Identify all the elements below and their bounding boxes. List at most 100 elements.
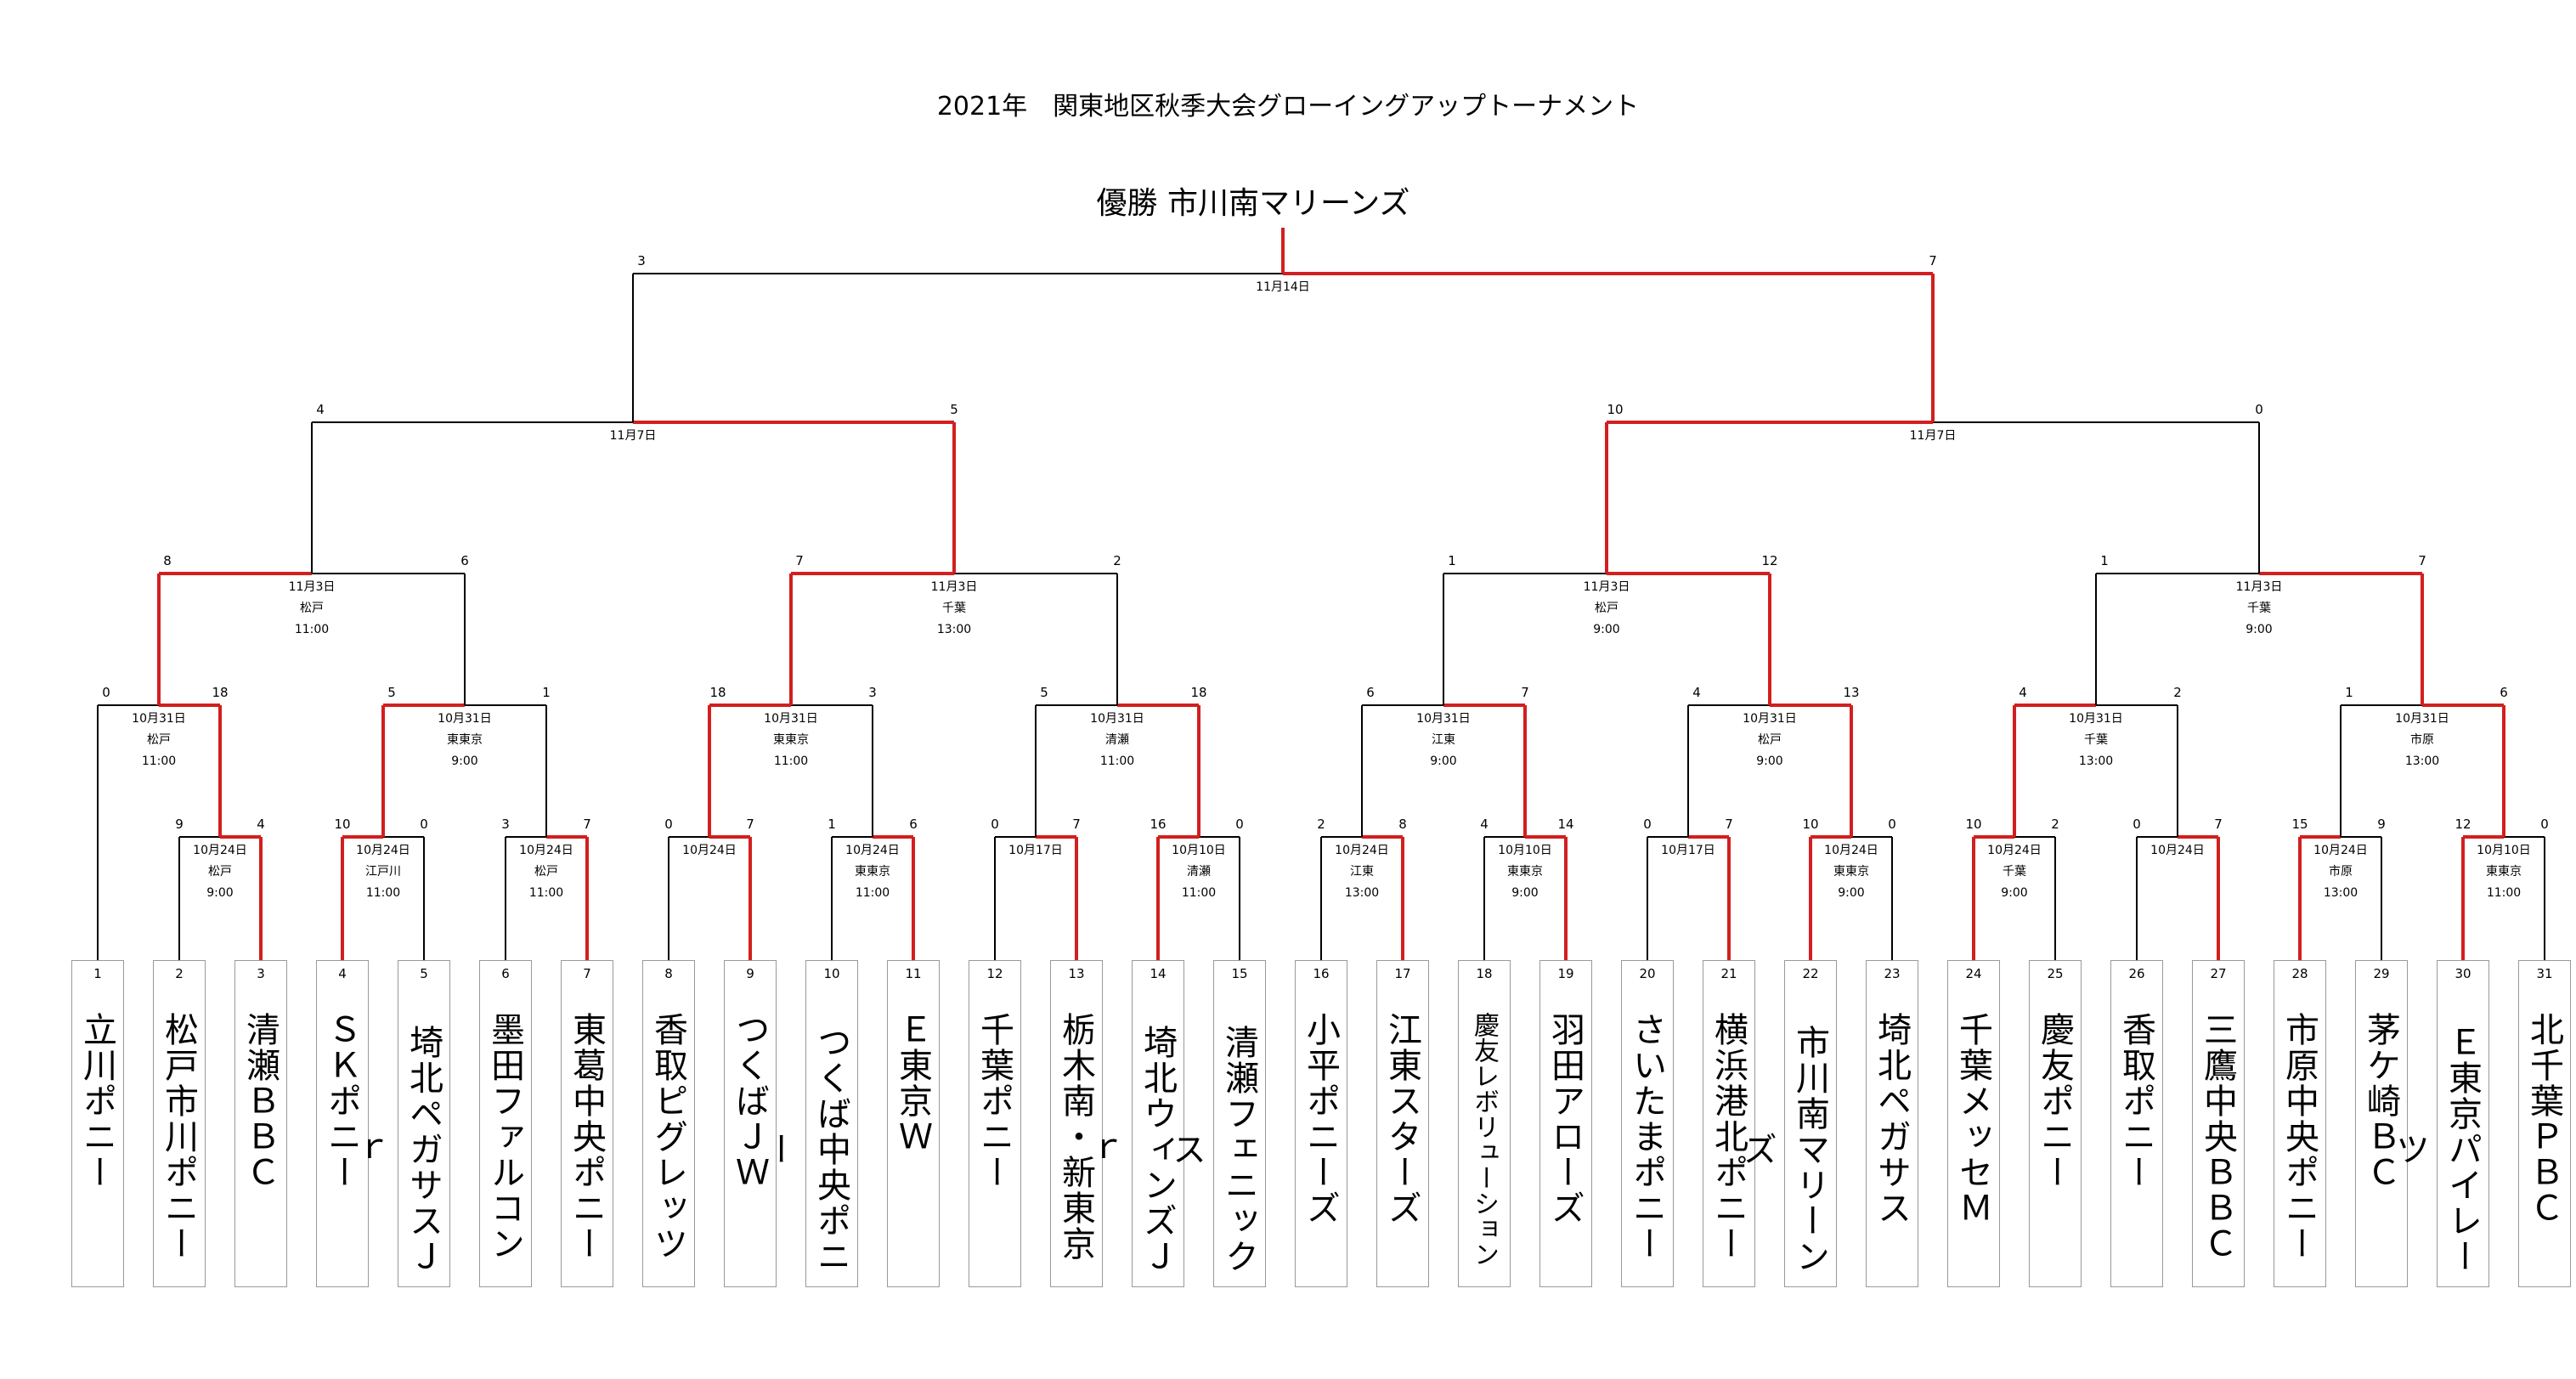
team-number: 1 xyxy=(93,966,102,981)
team-number: 10 xyxy=(823,966,840,981)
score-left: 1 xyxy=(828,817,836,832)
match-info: 松戸 xyxy=(300,602,324,615)
match-info: 10月10日 xyxy=(2477,844,2531,857)
team-name: 墨田ファルコン xyxy=(485,1012,524,1262)
score-left: 16 xyxy=(1150,817,1166,832)
score-left: 1 xyxy=(2100,553,2109,568)
match-info: 千葉 xyxy=(2003,865,2026,879)
score-right: 0 xyxy=(1235,817,1244,832)
team-box: 12 千葉ポニー xyxy=(969,960,1021,1287)
match-info: 清瀬 xyxy=(1187,865,1211,879)
match-info: 江東 xyxy=(1432,733,1455,747)
match-info: 東東京 xyxy=(1507,865,1543,879)
match-info: 10月17日 xyxy=(1661,844,1715,857)
team-name: 栃木南・新東京 xyxy=(1056,1012,1095,1262)
score-left: 1 xyxy=(2345,685,2353,700)
team-name: 清瀬フェニックス xyxy=(1167,1024,1258,1274)
score-right: 0 xyxy=(1888,817,1896,832)
team-number: 24 xyxy=(1965,966,1982,981)
team-number: 14 xyxy=(1150,966,1167,981)
score-right: 2 xyxy=(2173,685,2182,700)
team-box: 13 栃木南・新東京 xyxy=(1050,960,1103,1287)
match-info: 10月31日 xyxy=(764,712,818,726)
team-name: 立川ポニー xyxy=(77,1012,116,1190)
score-left: 7 xyxy=(795,553,804,568)
score-right: 7 xyxy=(1521,685,1529,700)
score-left: 4 xyxy=(1480,817,1489,832)
match-info: 江戸川 xyxy=(365,865,401,879)
match-info: 松戸 xyxy=(1758,733,1782,747)
team-number: 13 xyxy=(1068,966,1085,981)
team-name: 市原中央ポニー xyxy=(2279,1012,2319,1262)
score-right: 7 xyxy=(1929,253,1937,268)
score-left: 10 xyxy=(1965,817,1981,832)
score-left: 2 xyxy=(1317,817,1325,832)
score-right: 18 xyxy=(212,685,228,700)
team-number: 21 xyxy=(1720,966,1737,981)
match-info: 東東京 xyxy=(2486,865,2522,879)
team-name: Ｅ東京パイレーツ xyxy=(2390,1024,2482,1274)
team-name: 市川南マリーンズ xyxy=(1737,1024,1829,1274)
score-left: 3 xyxy=(501,817,510,832)
team-number: 28 xyxy=(2291,966,2308,981)
score-right: 7 xyxy=(2418,553,2426,568)
match-info: 13:00 xyxy=(2324,886,2358,900)
score-right: 6 xyxy=(460,553,469,568)
match-info: 10月24日 xyxy=(1824,844,1878,857)
team-number: 27 xyxy=(2210,966,2227,981)
match-info: 11:00 xyxy=(366,886,400,900)
match-info: 11月14日 xyxy=(1256,280,1310,294)
match-info: 10月31日 xyxy=(1416,712,1471,726)
team-name: 千葉ポニー xyxy=(974,1012,1014,1190)
team-number: 12 xyxy=(986,966,1003,981)
match-info: 千葉 xyxy=(942,602,966,615)
team-number: 18 xyxy=(1476,966,1493,981)
match-info: 11月3日 xyxy=(289,580,336,594)
match-info: 10月24日 xyxy=(1335,844,1389,857)
score-right: 4 xyxy=(257,817,265,832)
score-right: 6 xyxy=(2500,685,2508,700)
match-info: 東東京 xyxy=(773,733,809,747)
team-box: 24 千葉メッセＭ xyxy=(1947,960,2000,1287)
team-name: 東葛中央ポニー xyxy=(567,1012,606,1262)
score-right: 13 xyxy=(1843,685,1859,700)
team-number: 3 xyxy=(257,966,265,981)
match-info: 10月24日 xyxy=(682,844,737,857)
match-info: 千葉 xyxy=(2247,602,2271,615)
team-name: 横浜港北ポニー xyxy=(1709,1012,1748,1262)
score-left: 12 xyxy=(2455,817,2471,832)
team-number: 6 xyxy=(501,966,510,981)
match-info: 11:00 xyxy=(2487,886,2521,900)
match-info: 清瀬 xyxy=(1105,733,1129,747)
team-box: 28 市原中央ポニー xyxy=(2274,960,2326,1287)
match-info: 9:00 xyxy=(2001,886,2027,900)
score-left: 0 xyxy=(1643,817,1652,832)
team-number: 25 xyxy=(2047,966,2064,981)
match-info: 東東京 xyxy=(855,865,890,879)
score-left: 10 xyxy=(1802,817,1818,832)
team-number: 17 xyxy=(1394,966,1411,981)
score-left: 9 xyxy=(175,817,184,832)
team-name: 千葉メッセＭ xyxy=(1953,1012,1992,1226)
team-number: 16 xyxy=(1313,966,1330,981)
team-number: 29 xyxy=(2373,966,2390,981)
score-right: 2 xyxy=(1113,553,1121,568)
match-info: 9:00 xyxy=(451,754,477,768)
team-box: 21 横浜港北ポニー xyxy=(1703,960,1755,1287)
match-info: 9:00 xyxy=(1511,886,1538,900)
score-left: 10 xyxy=(334,817,350,832)
match-info: 11月7日 xyxy=(610,429,657,443)
score-right: 14 xyxy=(1557,817,1573,832)
team-name: 羽田アローズ xyxy=(1545,1012,1585,1226)
team-number: 23 xyxy=(1884,966,1901,981)
